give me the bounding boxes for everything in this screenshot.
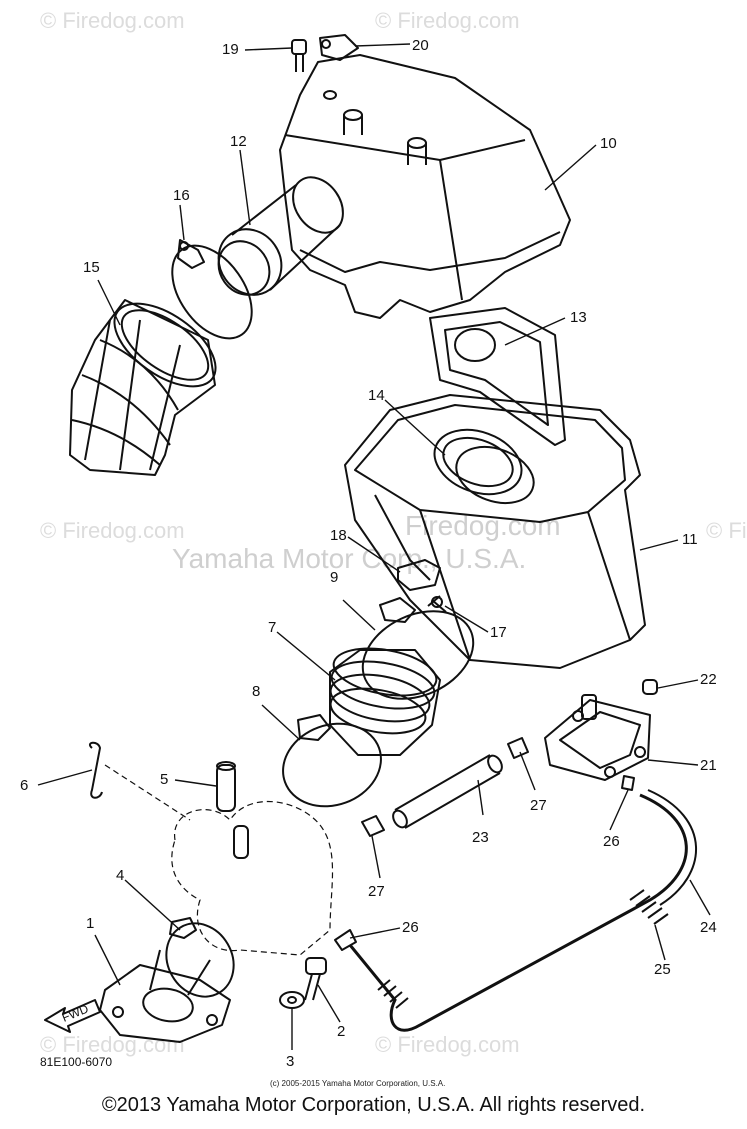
callout-27-lower: 27: [368, 883, 385, 900]
callout-10: 10: [600, 135, 617, 152]
callout-21: 21: [700, 757, 717, 774]
part-8-clamp: [282, 714, 382, 808]
part-1-manifold: [99, 949, 231, 1043]
forward-arrow: FWD: [44, 999, 101, 1033]
part-14-joint: [433, 428, 535, 505]
part-6-spring-clip: [89, 741, 103, 799]
part-16-clamp: [171, 239, 253, 340]
part-13-gasket: [429, 307, 566, 446]
callout-15: 15: [83, 259, 100, 276]
callout-2: 2: [337, 1023, 345, 1040]
part-25-spring: [377, 889, 669, 1009]
callout-16: 16: [173, 187, 190, 204]
part-5-stud: [216, 761, 249, 859]
part-19-bolt: [291, 39, 307, 72]
part-27-clip-lower: [361, 815, 385, 837]
part-20-clamp: [319, 34, 359, 61]
small-copyright: (c) 2005-2015 Yamaha Motor Corporation, …: [270, 1079, 445, 1088]
callout-3: 3: [286, 1053, 294, 1070]
part-17-screw: [427, 595, 447, 613]
part-22-cap: [642, 679, 658, 695]
part-18-bracket: [397, 559, 441, 591]
watermark-center-yamaha: Yamaha Motor Corp., U.S.A.: [172, 543, 526, 574]
intake-manifold-outline: [104, 764, 334, 956]
callout-13: 13: [570, 309, 587, 326]
watermark-mid-right: © Firedog.com: [706, 518, 747, 543]
callout-14: 14: [368, 387, 385, 404]
callout-20: 20: [412, 37, 429, 54]
callout-9: 9: [330, 569, 338, 586]
part-21-fuel-pump: [544, 694, 651, 781]
callout-23: 23: [472, 829, 489, 846]
part-26-fitting-left: [334, 929, 357, 951]
part-26-fitting-right: [621, 775, 635, 791]
callout-12: 12: [230, 133, 247, 150]
callout-8: 8: [252, 683, 260, 700]
watermark-bottom-left: © Firedog.com: [40, 1032, 185, 1057]
callout-6: 6: [20, 777, 28, 794]
part-7-carb-joint: [329, 647, 441, 756]
callout-1: 1: [86, 915, 94, 932]
callout-26-left: 26: [402, 919, 419, 936]
part-23-hose: [392, 754, 503, 829]
watermark-mid-left: © Firedog.com: [40, 518, 185, 543]
callout-22: 22: [700, 671, 717, 688]
callout-26-right: 26: [603, 833, 620, 850]
callout-labels: 19 20 10 12 16 15 13 14 11 18 17 9 7 8 2…: [20, 37, 717, 1070]
footer-copyright: ©2013 Yamaha Motor Corporation, U.S.A. A…: [101, 1094, 646, 1116]
part-4-clamp: [165, 917, 235, 998]
forward-label: FWD: [60, 1001, 91, 1024]
callout-19: 19: [222, 41, 239, 58]
callout-24: 24: [700, 919, 717, 936]
part-24-fuel-hose: [348, 789, 697, 1032]
watermark-bottom-center: © Firedog.com: [375, 1032, 520, 1057]
diagram-code: 81E100-6070: [40, 1055, 112, 1069]
callout-18: 18: [330, 527, 347, 544]
part-27-clip-upper: [507, 737, 529, 759]
callout-5: 5: [160, 771, 168, 788]
part-3-washer: [279, 991, 305, 1009]
callout-17: 17: [490, 624, 507, 641]
part-12-intake-tube: [217, 176, 344, 296]
watermark-top-center: © Firedog.com: [375, 8, 520, 33]
part-2-bolt: [304, 957, 327, 1001]
callout-7: 7: [268, 619, 276, 636]
callout-4: 4: [116, 867, 124, 884]
callout-11: 11: [682, 531, 698, 548]
watermark-layer: © Firedog.com © Firedog.com © Firedog.co…: [40, 8, 747, 1057]
callout-27-upper: 27: [530, 797, 547, 814]
part-10-airbox-cover: [279, 54, 571, 319]
watermark-center-firedog: Firedog.com: [405, 510, 561, 541]
part-15-intake-duct: [69, 299, 217, 476]
callout-25: 25: [654, 961, 671, 978]
leader-lines: [37, 43, 711, 1050]
part-11-airbox-case: [344, 394, 646, 669]
watermark-top-left: © Firedog.com: [40, 8, 185, 33]
